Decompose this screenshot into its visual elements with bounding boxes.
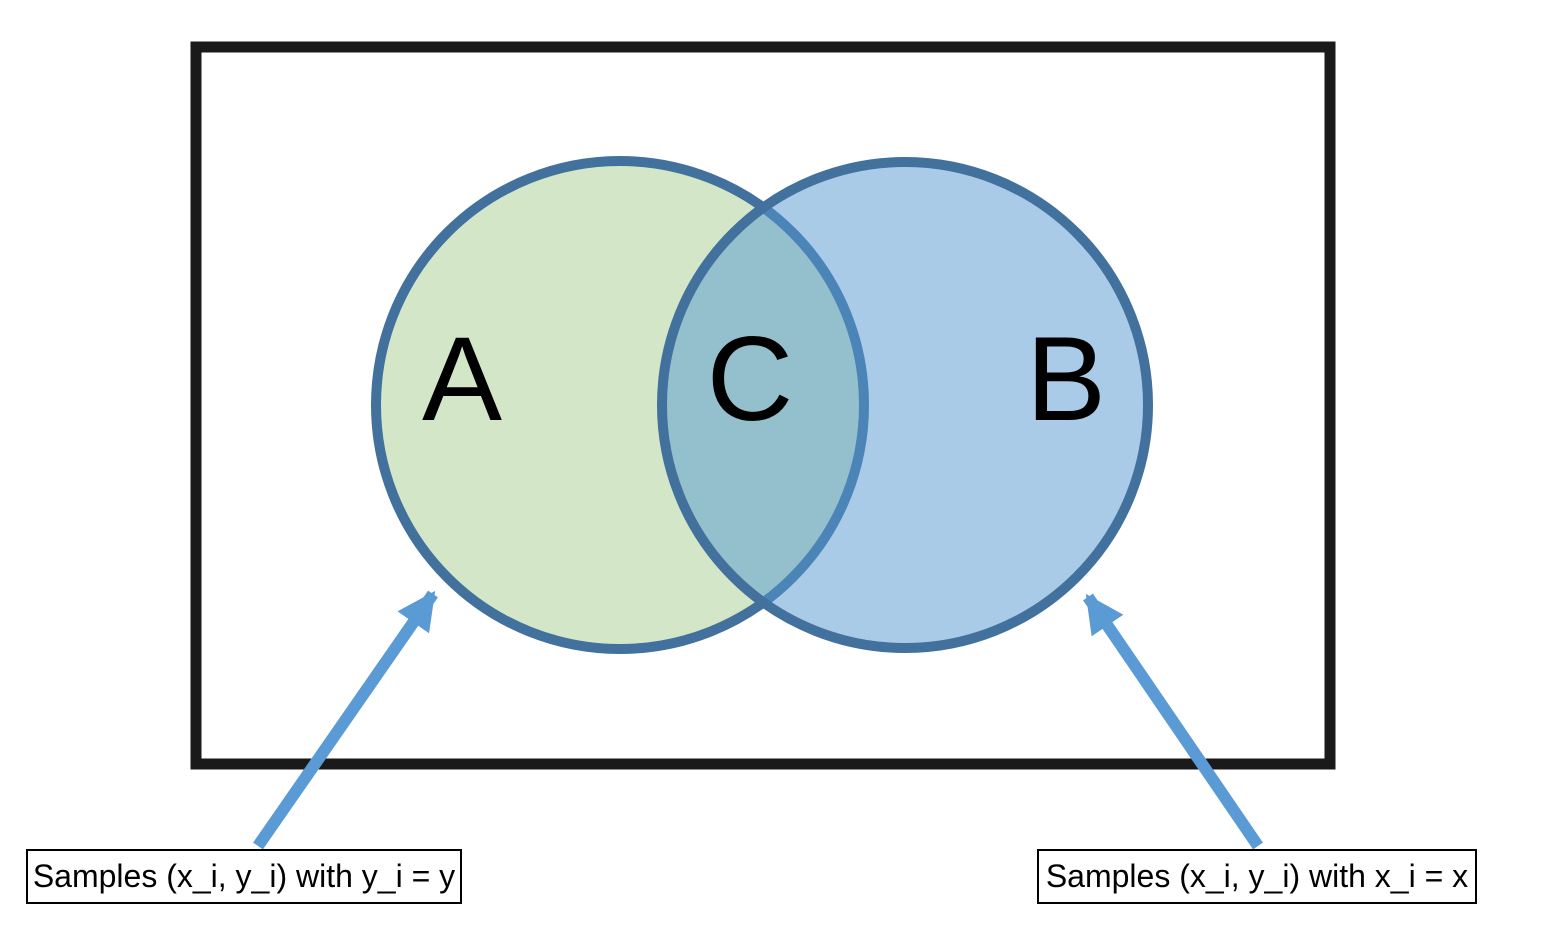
- intersection-label: C: [707, 312, 794, 446]
- set-a-label: A: [422, 312, 502, 446]
- arrow-to-set-a: [253, 590, 438, 850]
- universe-frame: [190, 41, 1336, 770]
- callout-set-a: Samples (x_i, y_i) with y_i = y: [26, 849, 462, 904]
- set-b-label: B: [1026, 312, 1106, 446]
- callout-set-b-text: Samples (x_i, y_i) with x_i = x: [1045, 858, 1469, 894]
- set-b-circle: [657, 157, 1153, 653]
- callout-set-b: Samples (x_i, y_i) with x_i = x: [1037, 849, 1477, 904]
- arrow-to-set-b: [1083, 593, 1263, 850]
- callout-set-a-text: Samples (x_i, y_i) with y_i = y: [32, 858, 456, 894]
